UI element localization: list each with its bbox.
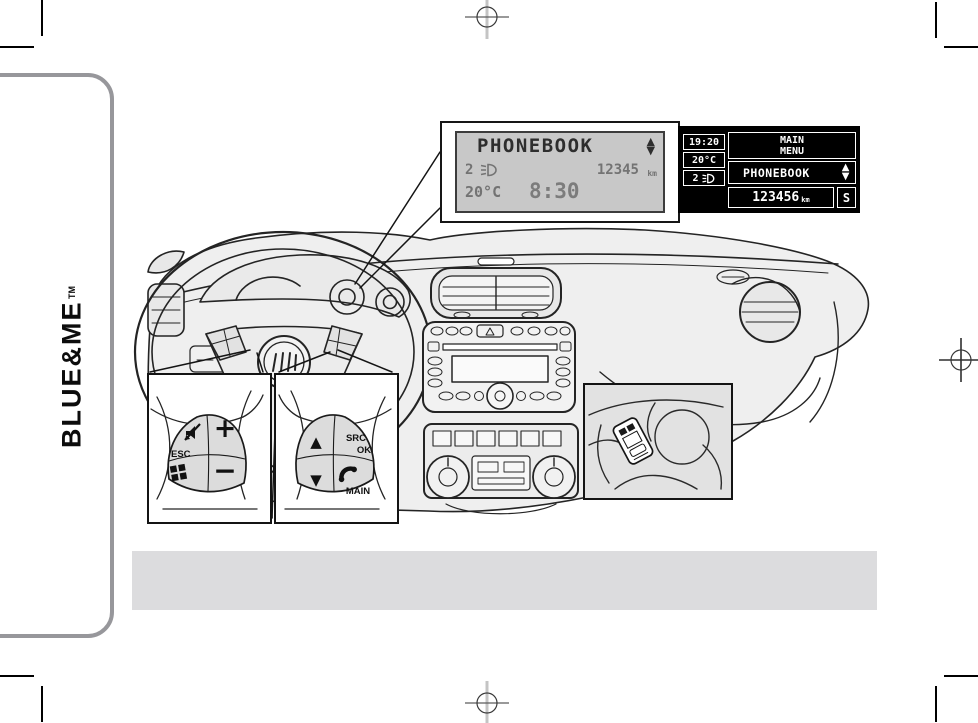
mute-icon	[184, 423, 201, 441]
display-odometer: 123456	[752, 190, 800, 205]
scroll-down-button: ▼	[310, 471, 322, 489]
windows-icon	[169, 463, 188, 482]
crop-mark	[935, 2, 937, 38]
display-menu-item-cell: PHONEBOOK ▲ ▼	[728, 161, 856, 184]
lcd-time: 8:30	[529, 179, 580, 203]
right-spoke-controls-callout: ▲ SRC OK ▼ MAIN	[274, 373, 399, 524]
trademark-symbol: TM	[67, 286, 77, 300]
media-device-callout	[583, 383, 733, 500]
src-button-label: SRC	[346, 433, 366, 444]
media-player-icon	[612, 417, 654, 465]
lcd-odometer: 12345	[596, 162, 639, 178]
media-device-drawing	[588, 399, 724, 490]
main-button-label: MAIN	[346, 486, 370, 497]
display-odometer-unit: km	[801, 195, 810, 204]
volume-up-button: +	[214, 413, 237, 444]
lcd-odometer-unit: km	[647, 169, 657, 178]
menu-title-line1: MAIN	[779, 134, 805, 146]
display-gear-cell: 2	[683, 170, 725, 186]
ok-button-label: OK	[357, 445, 371, 456]
lcd-temperature: 20°C	[465, 183, 502, 201]
volume-down-button: −	[213, 454, 236, 487]
left-spoke-controls-callout: ESC + −	[147, 373, 272, 524]
display-temperature: 20°C	[683, 152, 725, 168]
crop-mark	[944, 46, 978, 48]
right-spoke-drawing: ▲ SRC OK ▼ MAIN	[278, 390, 392, 510]
bottom-caption-bar	[132, 551, 877, 610]
down-arrow-icon: ▼	[646, 144, 655, 157]
menu-title-line2: MENU	[779, 145, 805, 157]
low-beam-icon	[701, 173, 714, 183]
display-time: 19:20	[683, 134, 725, 150]
brand-label: BLUE&ME	[56, 300, 87, 448]
display-callout-large: 19:20 20°C 2 MAIN MENU PHONEBOOK ▲ ▼ 123…	[678, 126, 860, 213]
display-callout-small: PHONEBOOK ▲ ▼ 2 12345 km 20°C 8:30	[440, 121, 680, 223]
registration-mark	[465, 681, 509, 723]
display-trip-indicator: S	[837, 187, 856, 208]
chapter-tab	[0, 73, 114, 638]
registration-mark	[465, 0, 509, 39]
lcd-menu-item: PHONEBOOK	[477, 135, 594, 157]
scroll-up-button: ▲	[310, 433, 322, 451]
display-odometer-cell: 123456 km	[728, 187, 834, 208]
crop-mark	[935, 686, 937, 722]
phone-icon	[338, 466, 357, 483]
crop-mark	[0, 675, 34, 677]
registration-mark	[939, 338, 978, 382]
scroll-arrows: ▲ ▼	[646, 135, 655, 157]
lcd-screen: PHONEBOOK ▲ ▼ 2 12345 km 20°C 8:30	[455, 131, 665, 213]
crop-mark	[41, 0, 43, 36]
esc-button-label: ESC	[171, 449, 191, 460]
display-gear-position: 2	[692, 172, 699, 184]
display-menu-item: PHONEBOOK	[743, 165, 810, 180]
left-spoke-drawing: ESC + −	[150, 390, 264, 510]
scroll-arrows: ▲ ▼	[841, 162, 850, 182]
up-arrow-icon: ▲	[646, 135, 655, 148]
display-menu-title: MAIN MENU	[728, 132, 856, 159]
low-beam-icon	[480, 163, 497, 177]
up-arrow-icon: ▲	[841, 162, 850, 173]
crop-mark	[0, 46, 34, 48]
crop-mark	[41, 686, 43, 722]
lcd-gear-position: 2	[465, 162, 474, 178]
down-arrow-icon: ▼	[841, 171, 850, 182]
crop-mark	[944, 675, 978, 677]
